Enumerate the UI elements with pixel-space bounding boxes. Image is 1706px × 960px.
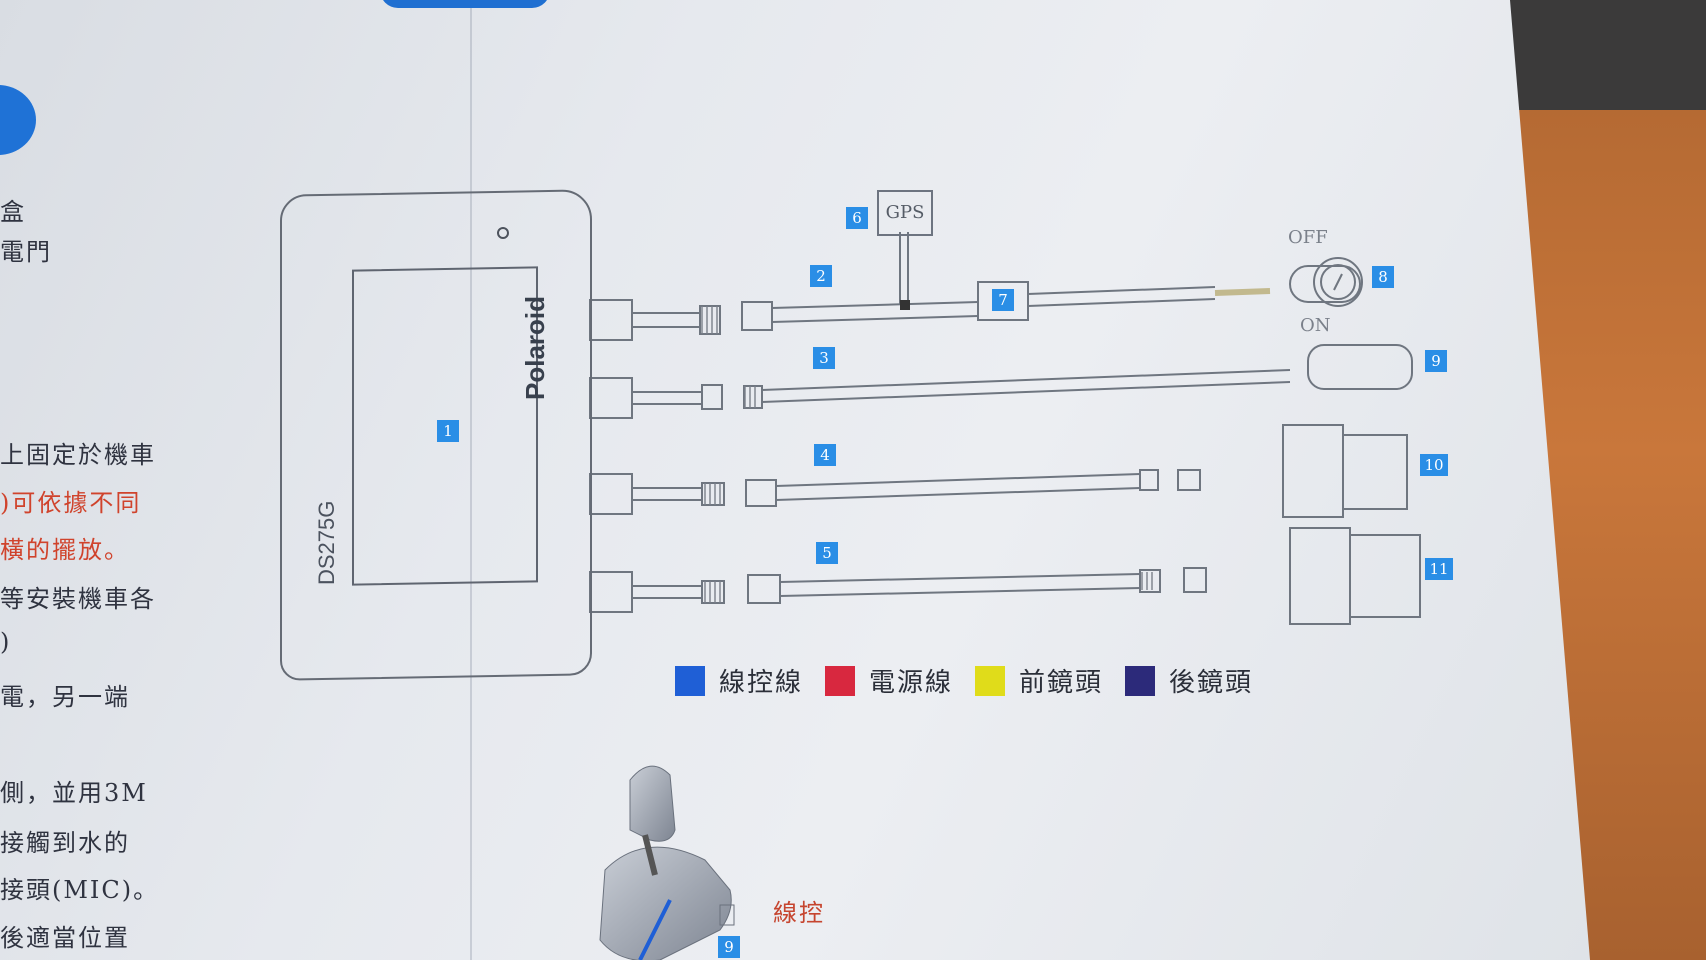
cable-legend: 線控線 電源線 前鏡頭 後鏡頭	[675, 662, 1275, 699]
side-text-line: 上固定於機車	[0, 441, 156, 469]
remote-control-9	[1307, 344, 1413, 390]
switch-off-label: OFF	[1288, 227, 1328, 248]
device-model: DS275G	[314, 500, 339, 585]
legend-swatch	[675, 665, 705, 696]
callout-7: 7	[992, 289, 1014, 311]
side-text-line: 盒	[0, 198, 26, 226]
legend-item-power-cable: 電源線	[825, 662, 953, 699]
callout-9-bottom: 9	[718, 936, 740, 958]
device-port-4	[589, 473, 633, 515]
connector-grip	[699, 305, 721, 335]
handlebar-illustration	[599, 765, 735, 960]
device-brand: Polaroid	[520, 295, 550, 400]
front-camera-10	[1282, 424, 1344, 518]
junction-box-7	[977, 281, 1029, 321]
side-text-line: 電門	[0, 238, 52, 266]
side-text-line: 側，並用3M	[0, 779, 148, 807]
legend-label: 後鏡頭	[1169, 668, 1254, 698]
callout-3: 3	[813, 347, 835, 369]
callout-4: 4	[814, 444, 836, 466]
callout-8: 8	[1372, 266, 1394, 288]
callout-11: 11	[1425, 558, 1453, 580]
callout-6: 6	[846, 207, 868, 229]
device-camera-dot	[497, 227, 509, 239]
device-port-3	[589, 377, 633, 419]
callout-10: 10	[1420, 454, 1448, 476]
device-port-5	[589, 571, 633, 613]
header-accent-bar	[380, 0, 550, 8]
callout-1: 1	[437, 420, 459, 442]
legend-label: 前鏡頭	[1019, 668, 1104, 698]
side-text-line: 橫的擺放。	[0, 536, 130, 564]
legend-label: 電源線	[869, 668, 954, 698]
side-text-line: 電，另一端	[0, 683, 130, 711]
side-text-line: 等安裝機車各	[0, 585, 156, 613]
callout-2: 2	[810, 265, 832, 287]
switch-on-label: ON	[1300, 315, 1331, 336]
side-text-line: 接頭(MIC)。	[0, 876, 160, 904]
rear-camera-11	[1289, 527, 1351, 625]
page-fold-line	[470, 0, 472, 960]
side-text-line: 接觸到水的	[0, 829, 130, 857]
legend-item-front-camera: 前鏡頭	[975, 662, 1103, 699]
legend-item-remote-cable: 線控線	[675, 662, 803, 699]
manual-page	[0, 0, 1590, 960]
legend-swatch	[975, 665, 1006, 696]
desk-background-dark	[1506, 0, 1706, 110]
legend-label: 線控線	[719, 668, 804, 698]
legend-item-rear-camera: 後鏡頭	[1125, 662, 1253, 699]
device-port-2	[589, 299, 633, 341]
legend-swatch	[1125, 665, 1156, 696]
wire-control-caption: 線控	[773, 899, 825, 927]
legend-swatch	[825, 665, 856, 696]
side-text-line: 後適當位置	[0, 924, 130, 952]
side-text-line: )可依據不同	[0, 489, 142, 517]
gps-module: GPS	[877, 190, 933, 236]
callout-5: 5	[816, 542, 838, 564]
side-text-line: )	[0, 628, 12, 656]
callout-9: 9	[1425, 350, 1447, 372]
